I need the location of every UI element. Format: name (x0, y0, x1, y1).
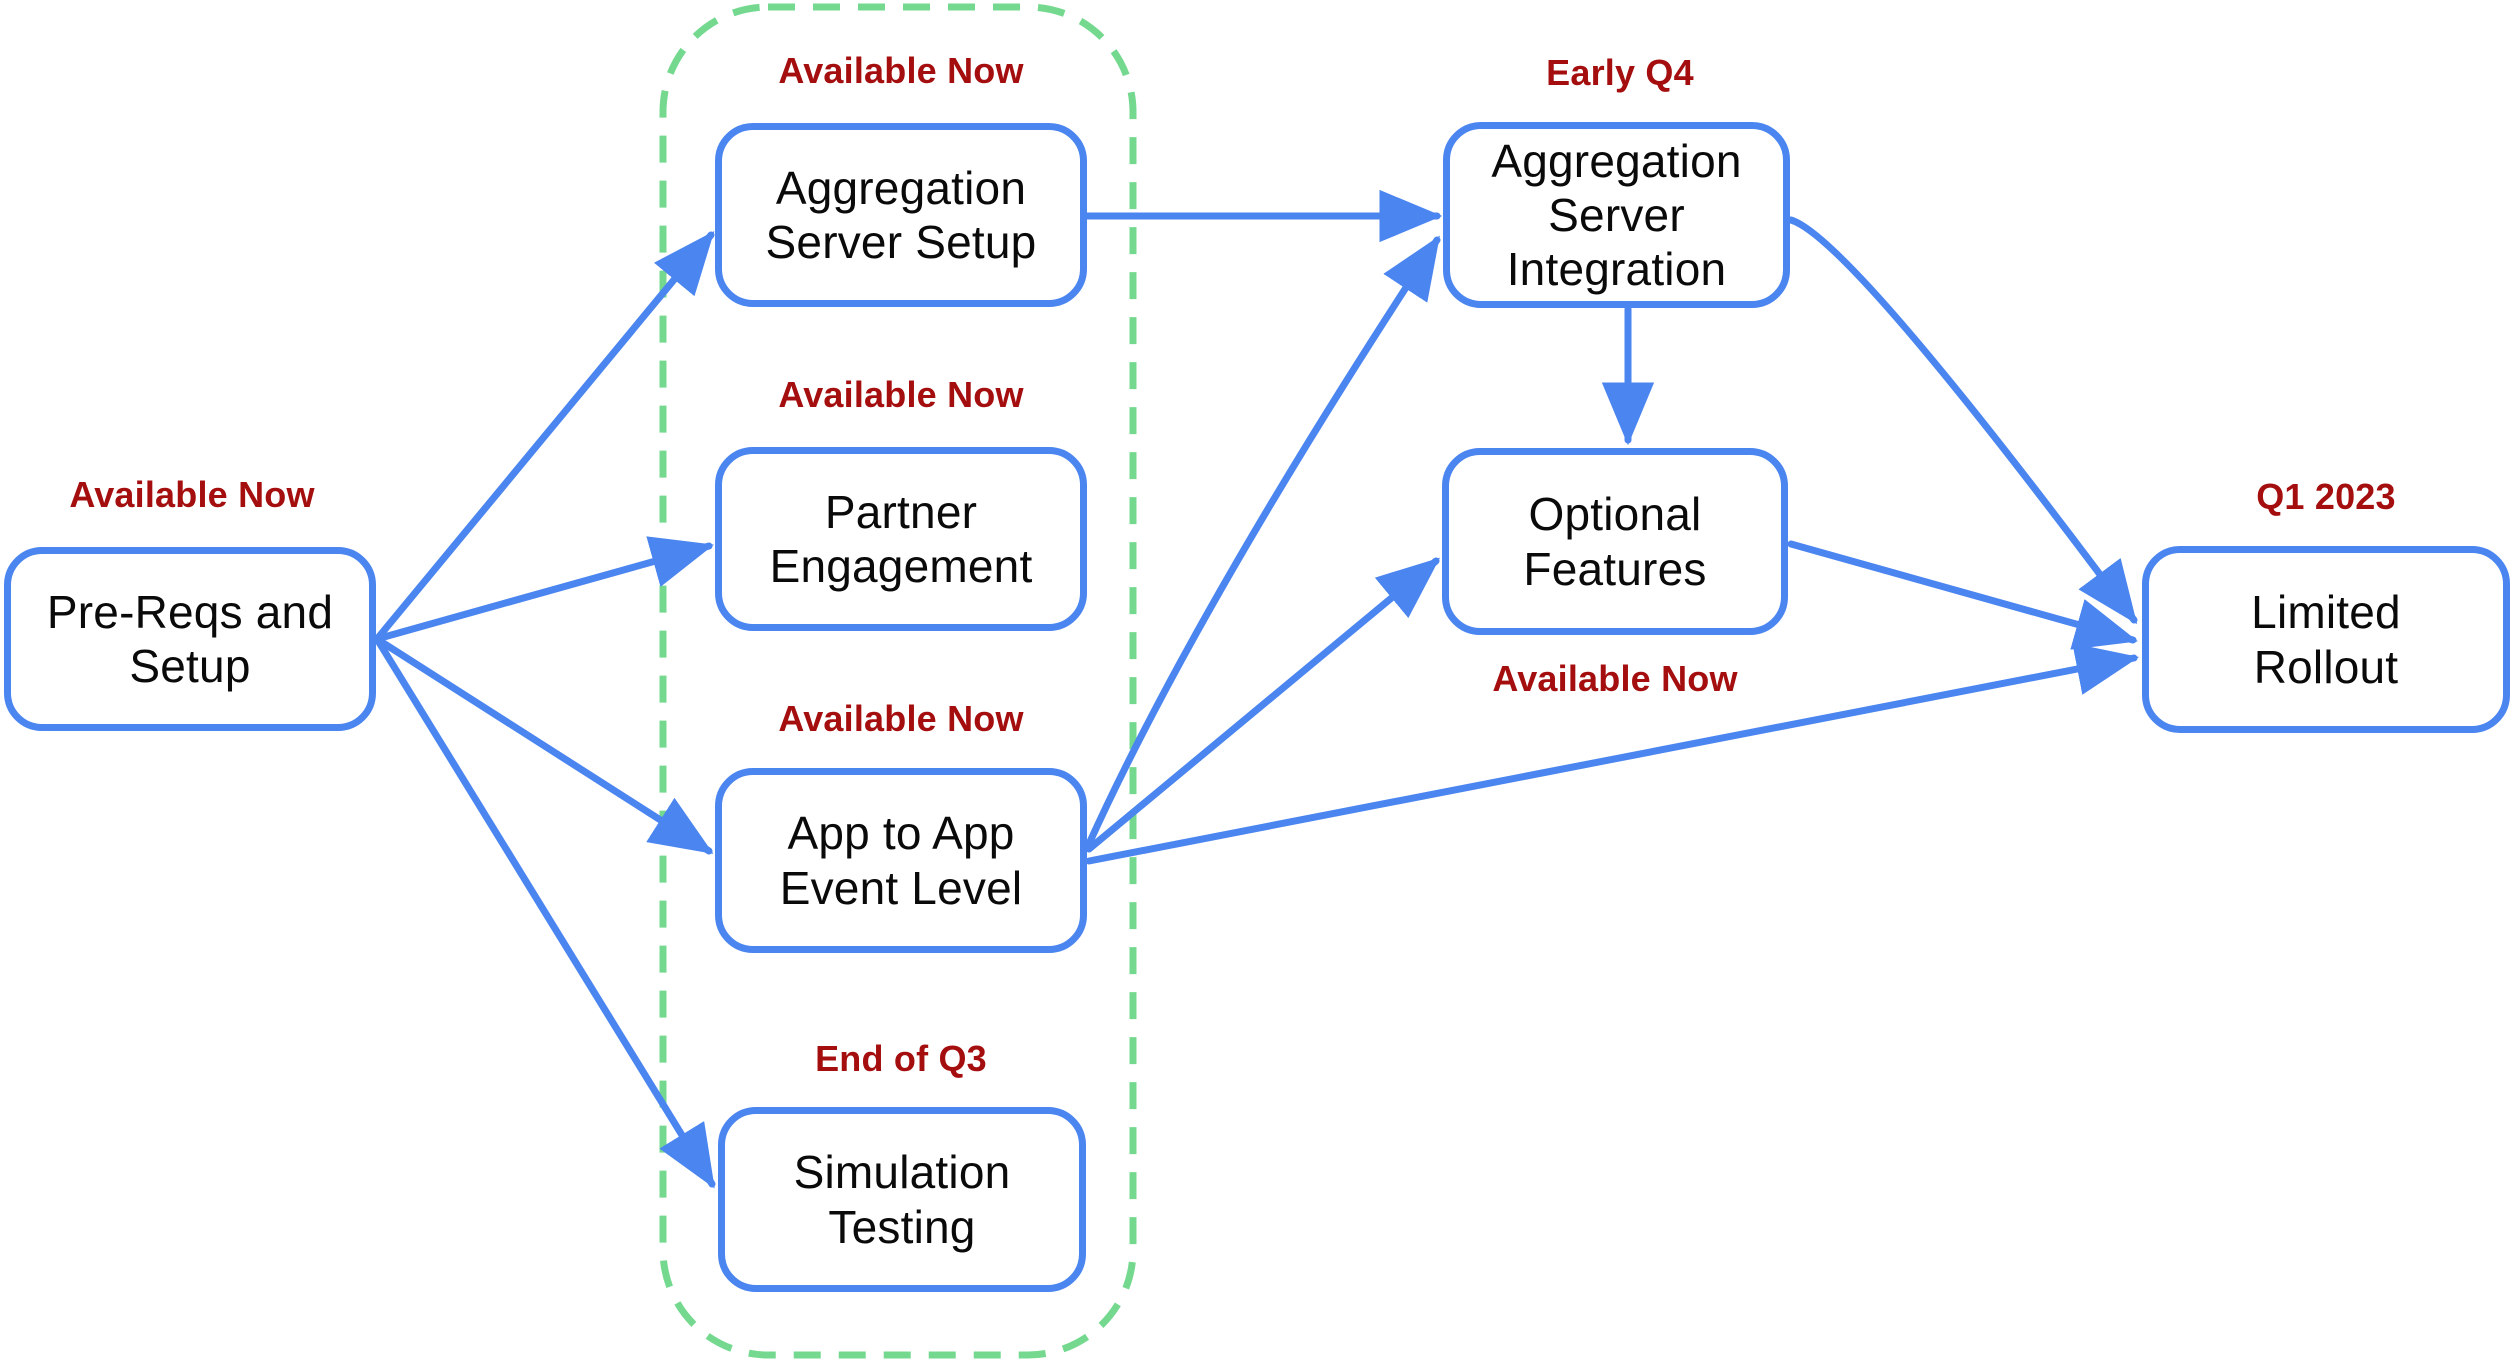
edge-prereqs-to-aggregation-server-setup (373, 230, 715, 643)
node-aggregation-server-integration: Aggregation Server Integration (1443, 122, 1790, 308)
node-optional-features: Optional Features (1442, 448, 1788, 635)
edge-prereqs-to-simulation-testing (373, 635, 716, 1189)
status-pre-reqs-setup: Available Now (69, 474, 315, 515)
status-app-to-app-event-level: Available Now (778, 698, 1024, 739)
node-app-to-app-event-level: App to App Event Level (715, 768, 1087, 953)
edge-optional-features-to-limited-rollout (1787, 540, 2139, 650)
node-simulation-testing: Simulation Testing (718, 1107, 1086, 1292)
edge-prereqs-to-app-to-app (373, 635, 714, 855)
edge-integration-to-limited-rollout (1787, 216, 2138, 625)
node-aggregation-server-setup: Aggregation Server Setup (715, 123, 1087, 307)
status-limited-rollout: Q1 2023 (2256, 476, 2396, 517)
status-aggregation-server-integration: Early Q4 (1546, 52, 1694, 93)
node-pre-reqs-setup: Pre-Reqs and Setup (4, 547, 376, 731)
edge-prereqs-to-partner-engagement (373, 536, 715, 643)
node-partner-engagement: Partner Engagement (715, 447, 1087, 631)
edge-app-to-app-to-integration (1084, 235, 1441, 850)
node-limited-rollout: Limited Rollout (2142, 546, 2510, 733)
status-optional-features: Available Now (1492, 658, 1738, 699)
edge-app-to-app-to-optional-features (1085, 557, 1441, 853)
status-aggregation-server-setup: Available Now (778, 50, 1024, 91)
available-now-group-outline (659, 3, 1137, 1359)
status-partner-engagement: Available Now (778, 374, 1024, 415)
status-simulation-testing: End of Q3 (815, 1038, 987, 1079)
edge-app-to-app-to-limited-rollout (1085, 643, 2140, 865)
